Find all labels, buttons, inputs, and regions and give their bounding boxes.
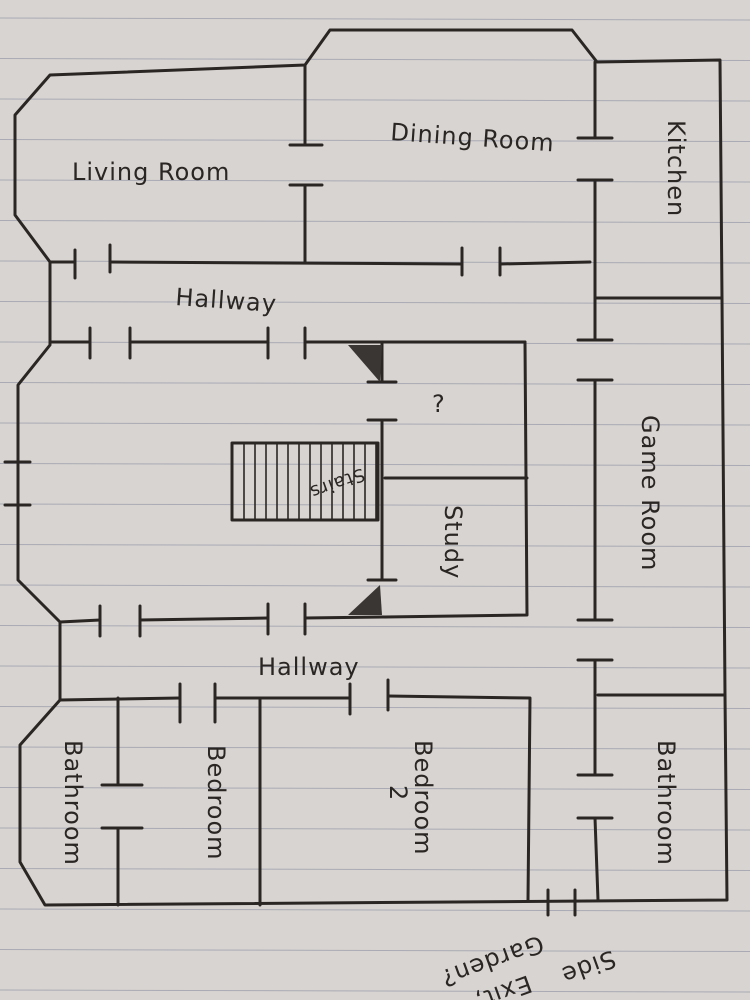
ruled-line [0,301,750,304]
door-ticks [288,136,614,187]
room-label-bathroom-right: Bathroom [652,740,680,866]
lower-hallway-top-wall [58,615,387,624]
ruled-line [0,989,750,993]
stairs-box [230,441,380,522]
room-label-dining-room: Dining Room [390,118,556,157]
ruled-line [0,17,750,21]
stairs-label: Stairs [306,463,367,502]
ruled-line [0,949,750,952]
door-ticks [98,602,307,638]
door-ticks [366,380,398,582]
game-room-left-wall [593,60,600,902]
door-ticks [576,338,614,820]
room-label-bedroom-2: Bedroom [409,740,437,856]
study-walls [380,340,529,619]
corner-wedge [348,345,382,382]
ruled-line [0,98,750,102]
door-ticks [100,783,144,830]
ruled-line [0,179,750,183]
room-label-living-room: Living Room [72,158,230,186]
room-label-study: Study [439,505,467,579]
room-label-bedroom-2-number: 2 [384,785,412,801]
ruled-line [0,463,750,466]
ruled-line [0,787,750,790]
ruled-line [0,422,750,426]
side-exit-door [546,888,577,917]
room-label-hallway-upper: Hallway [175,283,278,318]
stair-treads [243,443,377,520]
left-exterior-door [3,460,32,507]
door-ticks [73,243,502,280]
room-label-bedroom: Bedroom [202,745,230,861]
ruled-line [0,220,750,223]
door-ticks [178,678,390,724]
lower-hallway-bottom-wall [58,694,532,902]
ruled-line [0,503,750,507]
door-ticks [88,326,307,360]
ruled-line [0,868,750,871]
room-label-game-room: Game Room [636,415,664,571]
room-label-bathroom-left: Bathroom [59,740,87,866]
ruled-line [0,139,750,142]
room-label-unknown: ? [432,390,446,418]
ruled-line [0,746,750,750]
paper-ruled-lines [0,17,750,993]
upper-hallway-top-wall [48,260,592,266]
ruled-line [0,544,750,547]
room-label-kitchen: Kitchen [662,120,690,217]
ruled-line [0,625,750,628]
ruled-line [0,665,750,669]
ruled-line [0,706,750,709]
corner-wedge [348,585,382,615]
ruled-line [0,908,750,912]
room-label-hallway-lower: Hallway [258,653,360,681]
ruled-line [0,584,750,588]
